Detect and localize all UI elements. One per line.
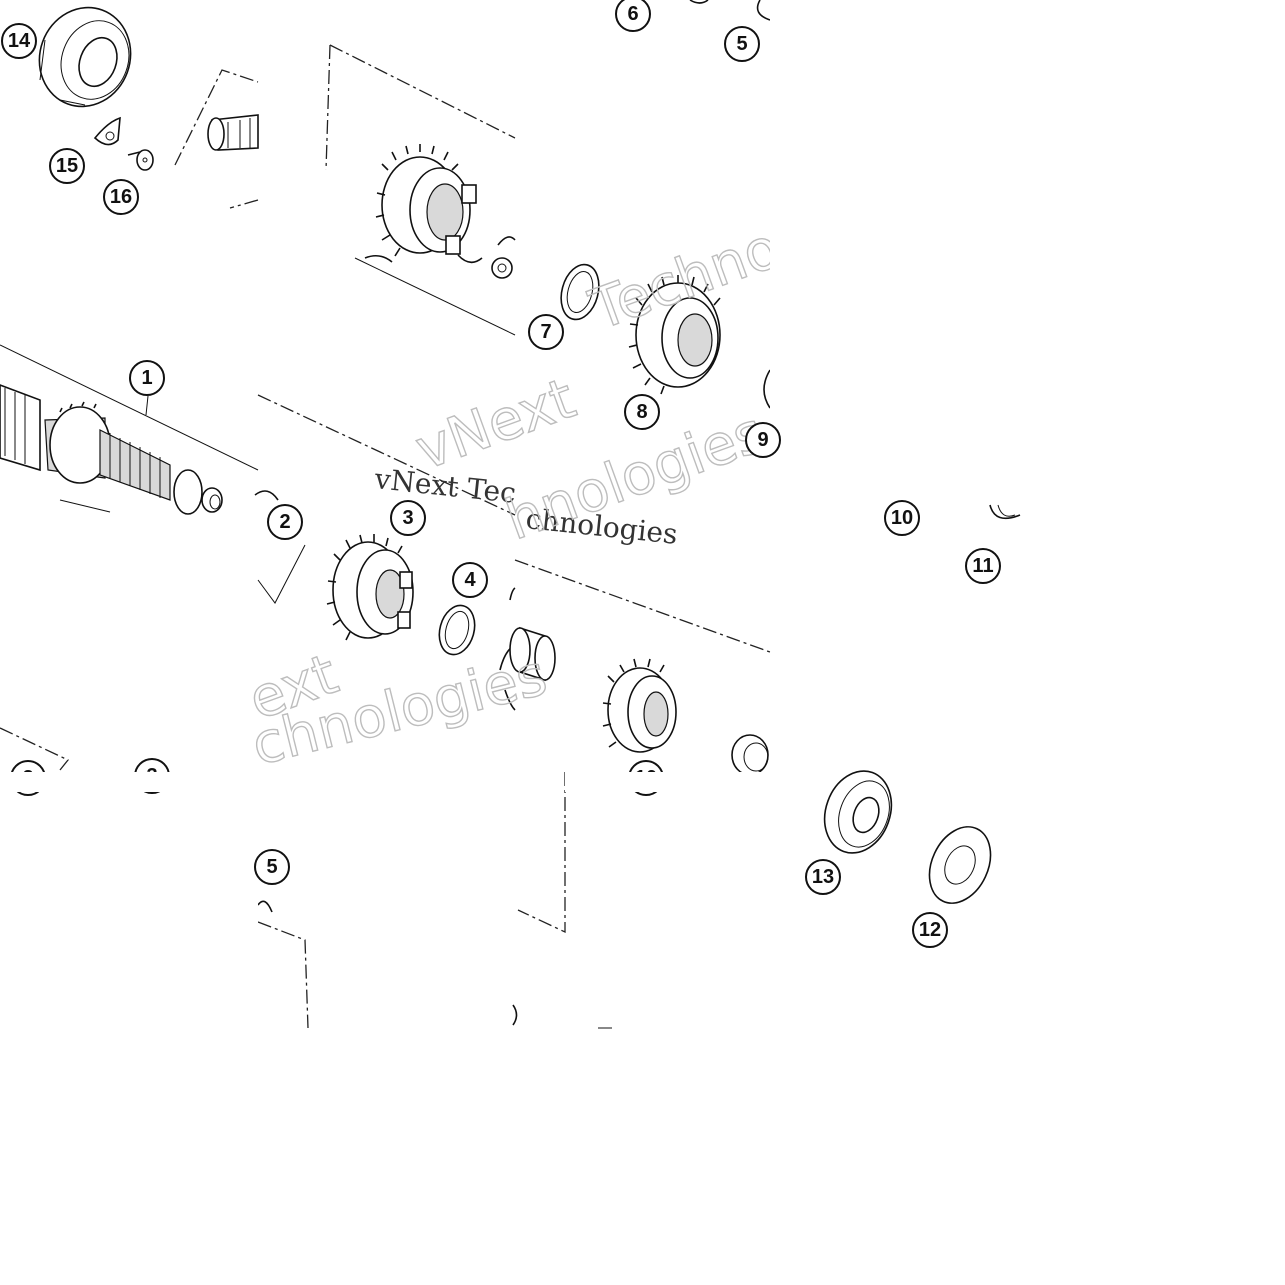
svg-text:15: 15 [56,155,78,177]
svg-text:7: 7 [540,321,551,343]
bearing-part-13 [823,770,893,854]
callout-4: 4 [452,562,488,598]
svg-text:14: 14 [8,30,31,52]
shift-gear-cluster [375,144,477,257]
thrust-washer-part-7 [560,263,600,321]
svg-text:16: 16 [110,186,132,208]
tile-top-middle [325,44,516,336]
callout-7: 7 [528,314,564,350]
callout-11: 11 [965,548,1001,584]
callout-9: 9 [745,422,781,458]
shaft-spline-end [207,114,259,151]
callout-15: 15 [49,148,85,184]
svg-text:1: 1 [141,367,152,389]
svg-text:9: 9 [757,429,768,451]
tile-right [823,504,1021,904]
washer-part-12 [928,826,992,904]
callouts: 1 2 3 4 5 5 6 7 8 9 10 11 12 13 14 15 16… [1,0,1001,948]
watermark-text-3: vNext [408,366,584,483]
svg-text:5: 5 [736,33,747,55]
svg-text:3: 3 [402,507,413,529]
svg-text:11: 11 [972,555,993,577]
svg-text:8: 8 [636,401,647,423]
svg-text:4: 4 [464,569,476,591]
tile-top-left [0,6,279,515]
svg-text:2: 2 [279,511,290,533]
thrust-ring [731,734,769,776]
bearing-part-14 [38,6,132,108]
ring-part-2-top [254,490,279,501]
callout-10: 10 [884,500,920,536]
tile-top-right [560,0,771,409]
callout-8: 8 [624,394,660,430]
tile-cut-lower [0,772,770,792]
circlip-part-11 [989,504,1021,520]
callout-1: 1 [129,360,165,396]
svg-text:13: 13 [812,866,834,888]
svg-text:12: 12 [919,919,941,941]
svg-text:5: 5 [266,856,277,878]
circlip-small [491,236,516,279]
retainer-plate-part-15 [93,116,121,146]
callout-16: 16 [103,179,139,215]
gear-part-3 [326,534,414,641]
svg-text:10: 10 [891,507,913,529]
svg-text:6: 6 [627,3,638,25]
tile-lower [257,772,612,1029]
washer-part-4 [438,604,476,656]
screw-part-16 [127,149,154,171]
tile-center [257,394,516,711]
watermark: vNext Tec chnologies vNext hnologies Tec… [240,215,789,780]
callout-2: 2 [267,504,303,540]
callout-13: 13 [805,859,841,895]
tile-middle-left [0,727,70,771]
bushing [509,626,556,682]
callout-5-bottom: 5 [254,849,290,885]
tile-middle-right [509,559,771,776]
callout-12: 12 [912,912,948,948]
gear-part-10 [602,658,677,753]
callout-3: 3 [390,500,426,536]
callout-6: 6 [615,0,651,32]
main-shaft-part-1 [0,384,223,515]
callout-5-top: 5 [724,26,760,62]
callout-14: 14 [1,23,37,59]
gear-part-8 [628,275,721,395]
